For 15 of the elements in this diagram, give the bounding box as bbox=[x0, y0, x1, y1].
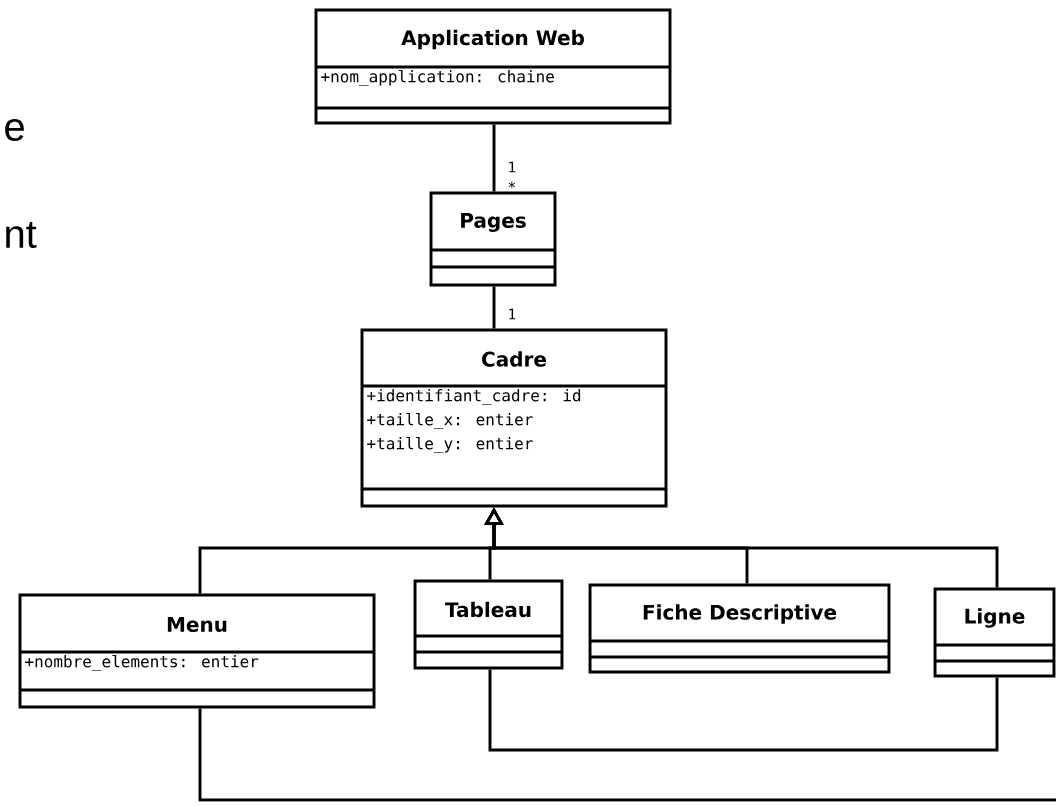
class-box: Pages bbox=[429, 191, 557, 287]
class-box: Menu +nombre_elements: entier bbox=[18, 593, 376, 709]
multiplicity-label: 1 bbox=[509, 161, 516, 173]
association-line bbox=[198, 708, 1056, 802]
class-box: Tableau bbox=[413, 579, 564, 670]
association-line bbox=[492, 286, 496, 329]
class-box: Ligne bbox=[933, 587, 1056, 678]
multiplicity-label: 1 bbox=[509, 308, 516, 320]
class-box: Cadre +identifiant_cadre: id +taille_x: entier +taille_y: entier bbox=[360, 328, 668, 508]
text-fragment: nt bbox=[6, 221, 37, 249]
class-box: Application Web +nom_application: chaine bbox=[314, 8, 672, 125]
association-line bbox=[492, 124, 496, 192]
text-fragment: e bbox=[5, 119, 24, 141]
association-line bbox=[488, 669, 999, 752]
class-box: Fiche Descriptive bbox=[588, 583, 891, 674]
